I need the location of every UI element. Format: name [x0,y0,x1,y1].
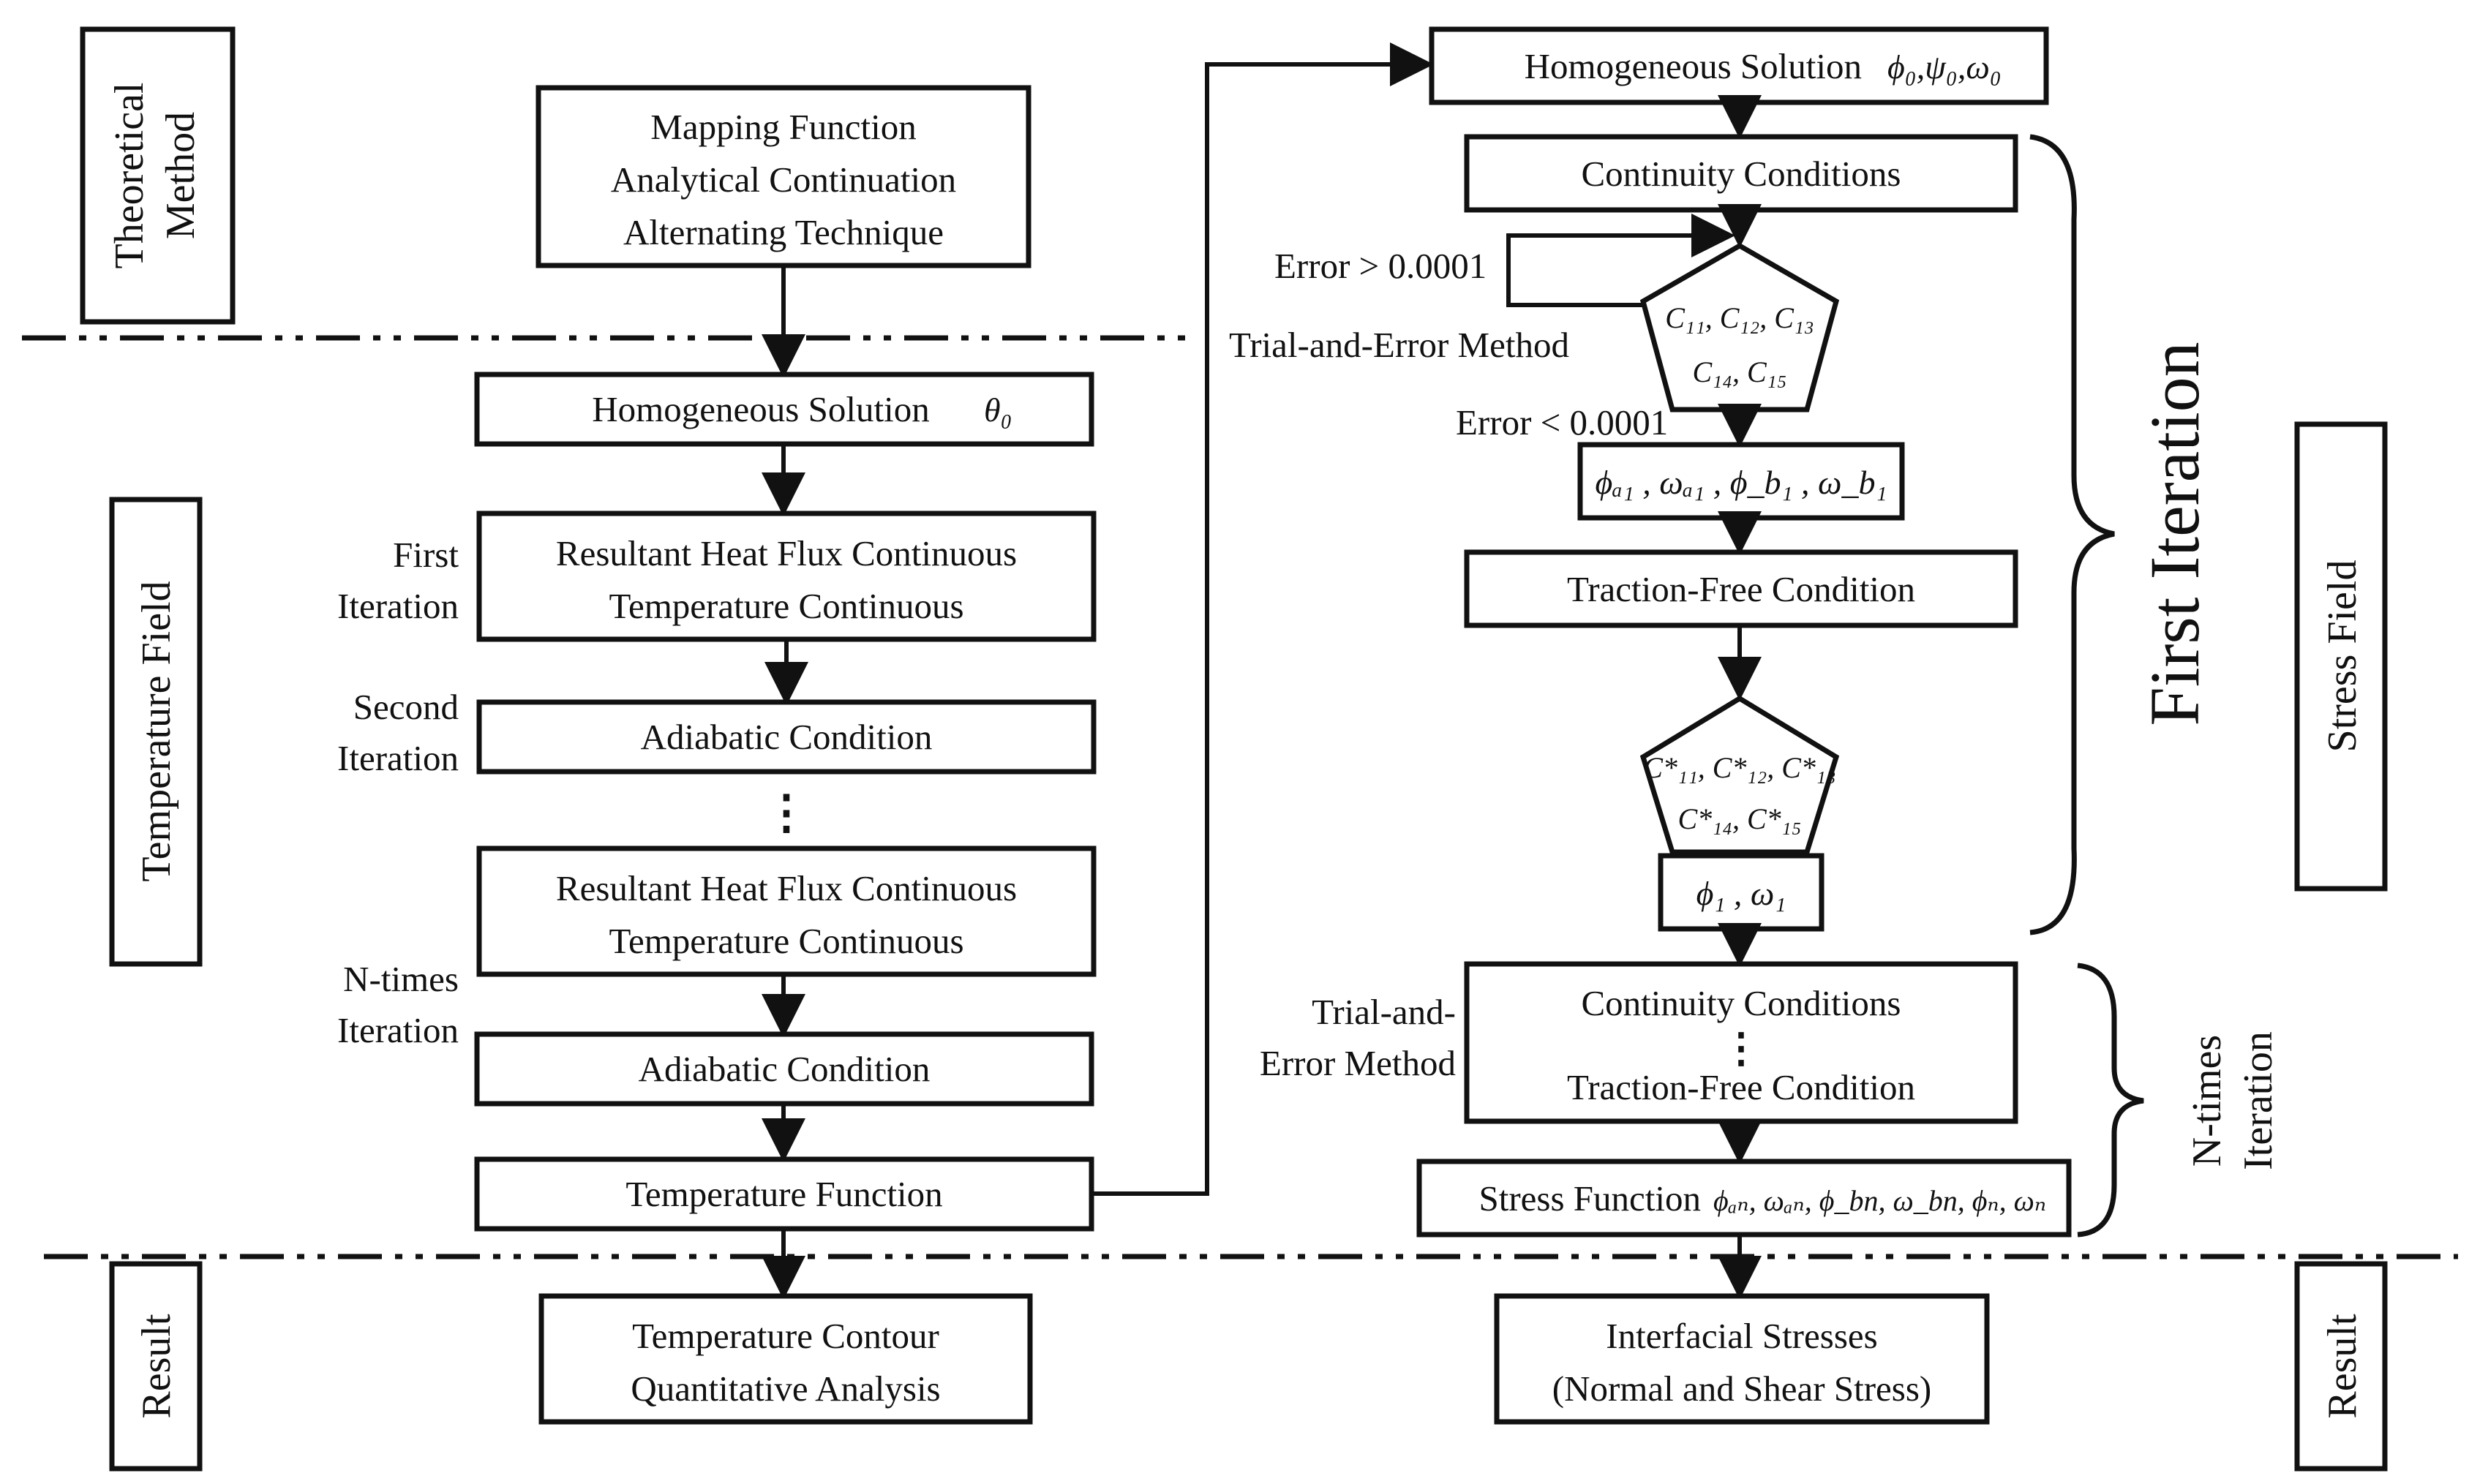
first-iteration-brace [2029,134,2115,935]
trial-error-method-label-1: Trial-and-Error Method [1229,325,1569,365]
stress-function-box: Stress Function ϕₐₙ, ωₐₙ, ϕ_bn, ω_bn, ϕₙ… [1416,1159,2072,1238]
section-theoretical-line2: Method [158,112,203,239]
svg-text:Adiabatic Condition: Adiabatic Condition [639,1049,931,1089]
ntimes-iteration-brace-label-1: N-times [2184,1035,2230,1167]
svg-text:Temperature Continuous: Temperature Continuous [609,586,963,626]
resultant-heat-flux-box-n: Resultant Heat Flux Continuous Temperatu… [476,845,1097,977]
ntimes-conditions-box: Continuity Conditions ⋮ Traction-Free Co… [1464,961,2018,1124]
first-iteration-label: First Iteration [2135,342,2214,726]
svg-text:Result: Result [2320,1314,2365,1419]
first-iteration-label-1: First [393,535,459,575]
svg-text:Homogeneous Solution: Homogeneous Solution [592,389,929,429]
svg-text:Mapping Function: Mapping Function [650,107,916,147]
svg-text:Stress Field: Stress Field [2320,560,2365,753]
svg-text:Stress Function: Stress Function [1478,1178,1701,1219]
theta0-symbol: θ₀ [984,391,1012,429]
svg-text:Temperature Function: Temperature Function [625,1174,942,1214]
pentagon-coefficients-1: C₁₁, C₁₂, C₁₃ C₁₄, C₁₅ [1639,242,1840,413]
interfacial-stresses-box: Interfacial Stresses (Normal and Shear S… [1494,1293,1990,1425]
svg-text:ϕₐ₁ , ωₐ₁ , ϕ_b₁ , ω_b₁: ϕₐ₁ , ωₐ₁ , ϕ_b₁ , ω_b₁ [1596,464,1887,501]
traction-free-condition-box: Traction-Free Condition [1464,549,2018,628]
section-temperature-field: Temperature Field [109,497,203,967]
first-iteration-label-2: Iteration [337,586,459,626]
svg-text:C₁₄, C₁₅: C₁₄, C₁₅ [1693,355,1787,388]
trial-error-method-label-2a: Trial-and- [1312,992,1456,1032]
svg-text:C₁₁, C₁₂, C₁₃: C₁₁, C₁₂, C₁₃ [1665,301,1814,334]
ntimes-iteration-label-2: Iteration [337,1010,459,1050]
svg-text:Alternating Technique: Alternating Technique [623,212,944,252]
svg-text:Traction-Free Condition: Traction-Free Condition [1567,1067,1915,1107]
svg-text:Continuity Conditions: Continuity Conditions [1582,154,1901,194]
ntimes-iteration-brace [2077,963,2144,1238]
resultant-heat-flux-box-1: Resultant Heat Flux Continuous Temperatu… [476,511,1097,642]
section-theoretical-line1: Theoretical [107,83,152,269]
second-iteration-label-1: Second [353,687,459,727]
stress-function-symbols: ϕₐₙ, ωₐₙ, ϕ_bn, ω_bn, ϕₙ, ωₙ [1713,1184,2046,1217]
mapping-function-box: Mapping Function Analytical Continuation… [535,85,1031,268]
adiabatic-condition-box-n: Adiabatic Condition [474,1031,1094,1107]
svg-text:Temperature Continuous: Temperature Continuous [609,921,963,961]
ellipsis-vertical: ⋮ [763,786,810,838]
svg-text:Resultant Heat Flux Continuous: Resultant Heat Flux Continuous [556,868,1017,908]
svg-text:⋮: ⋮ [1721,1026,1762,1071]
svg-text:Interfacial Stresses: Interfacial Stresses [1606,1316,1877,1356]
error-lt-label: Error < 0.0001 [1456,402,1668,442]
homogeneous-stress-box: Homogeneous Solution ϕ₀,ψ₀,ω₀ [1429,26,2049,105]
phi-a1-box: ϕₐ₁ , ωₐ₁ , ϕ_b₁ , ω_b₁ [1577,442,1905,521]
svg-text:Adiabatic Condition: Adiabatic Condition [641,717,933,757]
homogeneous-temp-box: Homogeneous Solution θ₀ [474,372,1094,447]
section-result-left: Result [109,1261,203,1472]
svg-text:Result: Result [134,1314,179,1419]
svg-text:C*₁₄, C*₁₅: C*₁₄, C*₁₅ [1678,802,1802,835]
svg-text:Analytical Continuation: Analytical Continuation [611,159,956,200]
section-result-right: Result [2294,1261,2388,1472]
phi0-psi0-omega0-symbols: ϕ₀,ψ₀,ω₀ [1887,48,2002,86]
svg-text:Temperature Contour: Temperature Contour [632,1316,939,1356]
svg-text:Traction-Free Condition: Traction-Free Condition [1567,569,1915,609]
temperature-function-box: Temperature Function [474,1156,1094,1232]
trial-error-method-label-2b: Error Method [1260,1043,1456,1083]
svg-text:Quantitative Analysis: Quantitative Analysis [631,1368,940,1409]
ntimes-iteration-brace-label-2: Iteration [2236,1031,2281,1170]
svg-text:Resultant Heat Flux Continuous: Resultant Heat Flux Continuous [556,533,1017,573]
pentagon-coefficients-2: C*₁₁, C*₁₂, C*₁₃ C*₁₄, C*₁₅ [1639,695,1840,855]
svg-text:Homogeneous Solution: Homogeneous Solution [1525,46,1862,86]
second-iteration-label-2: Iteration [337,738,459,778]
section-theoretical-method: Theoretical Method [80,26,236,325]
ntimes-iteration-label-1: N-times [343,959,459,999]
svg-text:(Normal and Shear Stress): (Normal and Shear Stress) [1552,1368,1931,1409]
error-gt-label: Error > 0.0001 [1274,246,1487,286]
section-stress-field: Stress Field [2294,421,2388,892]
continuity-conditions-box: Continuity Conditions [1464,134,2018,213]
error-feedback-loop [1506,214,1735,307]
svg-text:Continuity Conditions: Continuity Conditions [1582,983,1901,1023]
svg-text:C*₁₁, C*₁₂, C*₁₃: C*₁₁, C*₁₂, C*₁₃ [1643,751,1835,784]
svg-text:Temperature Field: Temperature Field [134,581,179,881]
connector-temp-to-stress [1091,42,1434,1196]
adiabatic-condition-box-1: Adiabatic Condition [476,699,1097,775]
svg-text:ϕ₁ , ω₁: ϕ₁ , ω₁ [1696,875,1786,912]
phi1-omega1-box: ϕ₁ , ω₁ [1658,853,1824,932]
temperature-contour-box: Temperature Contour Quantitative Analysi… [538,1293,1033,1425]
